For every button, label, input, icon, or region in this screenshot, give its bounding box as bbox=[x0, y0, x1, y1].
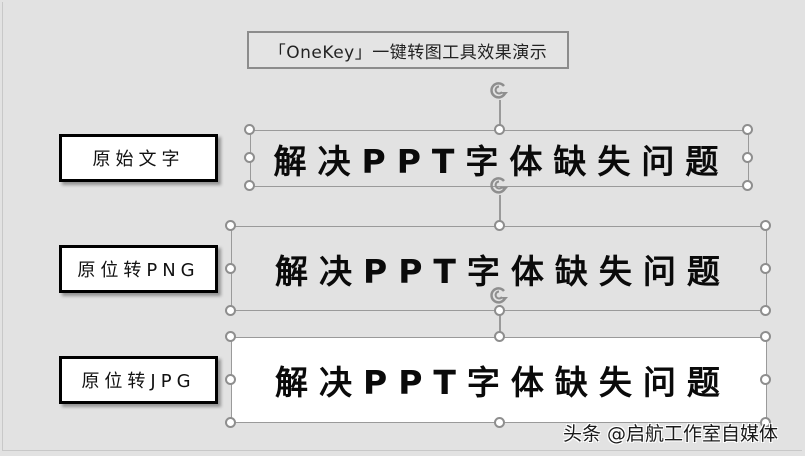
jpg-sample-text: 解决PPT字体缺失问题 bbox=[275, 363, 731, 402]
resize-handle-icon[interactable] bbox=[742, 124, 753, 135]
resize-handle-icon[interactable] bbox=[760, 374, 771, 385]
slide-title: 「OneKey」一键转图工具效果演示 bbox=[268, 42, 548, 63]
resize-handle-icon[interactable] bbox=[225, 263, 236, 274]
label-text: 原位转JPG bbox=[81, 371, 196, 392]
resize-handle-icon[interactable] bbox=[760, 263, 771, 274]
png-sample-text: 解决PPT字体缺失问题 bbox=[275, 251, 731, 291]
rotate-stem bbox=[499, 100, 501, 130]
resize-handle-icon[interactable] bbox=[760, 305, 771, 316]
rotate-stem bbox=[499, 305, 501, 337]
jpg-image-object[interactable]: 解决PPT字体缺失问题 bbox=[231, 337, 767, 423]
resize-handle-icon[interactable] bbox=[742, 152, 753, 163]
resize-handle-icon[interactable] bbox=[760, 331, 771, 342]
resize-handle-icon[interactable] bbox=[244, 180, 255, 191]
label-jpg[interactable]: 原位转JPG bbox=[59, 356, 218, 404]
resize-handle-icon[interactable] bbox=[494, 331, 505, 342]
resize-handle-icon[interactable] bbox=[494, 124, 505, 135]
resize-handle-icon[interactable] bbox=[760, 220, 771, 231]
resize-handle-icon[interactable] bbox=[494, 305, 505, 316]
label-text: 原始文字 bbox=[92, 149, 185, 170]
resize-handle-icon[interactable] bbox=[244, 124, 255, 135]
rotate-handle-icon[interactable] bbox=[489, 80, 509, 100]
label-text: 原位转PNG bbox=[77, 260, 200, 281]
slide-canvas[interactable] bbox=[2, 2, 802, 451]
resize-handle-icon[interactable] bbox=[225, 417, 236, 428]
resize-handle-icon[interactable] bbox=[225, 220, 236, 231]
rotate-handle-icon[interactable] bbox=[489, 285, 509, 305]
resize-handle-icon[interactable] bbox=[225, 331, 236, 342]
rotate-handle-icon[interactable] bbox=[489, 175, 509, 195]
original-sample-text: 解决PPT字体缺失问题 bbox=[273, 141, 730, 181]
resize-handle-icon[interactable] bbox=[494, 417, 505, 428]
resize-handle-icon[interactable] bbox=[225, 305, 236, 316]
resize-handle-icon[interactable] bbox=[494, 220, 505, 231]
label-original-text[interactable]: 原始文字 bbox=[59, 134, 218, 182]
resize-handle-icon[interactable] bbox=[742, 180, 753, 191]
resize-handle-icon[interactable] bbox=[225, 374, 236, 385]
slide-title-box[interactable]: 「OneKey」一键转图工具效果演示 bbox=[247, 31, 569, 69]
label-png[interactable]: 原位转PNG bbox=[59, 245, 218, 293]
watermark: 头条 @启航工作室自媒体 bbox=[563, 423, 779, 445]
resize-handle-icon[interactable] bbox=[760, 417, 771, 428]
rotate-stem bbox=[499, 195, 501, 226]
resize-handle-icon[interactable] bbox=[244, 152, 255, 163]
